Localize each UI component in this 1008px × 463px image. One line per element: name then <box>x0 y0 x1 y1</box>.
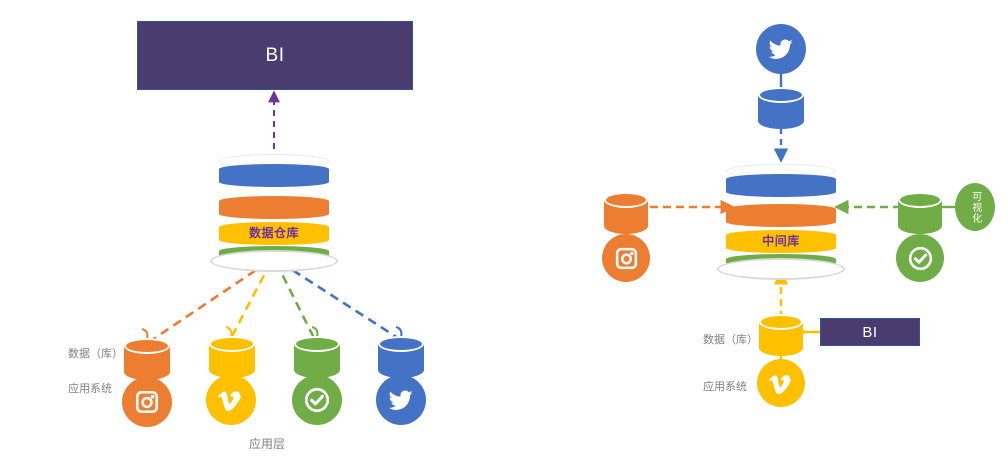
db-instagram-right[interactable] <box>604 192 648 234</box>
warehouse-band-orange <box>726 204 836 227</box>
db-vimeo-right[interactable] <box>759 314 803 356</box>
arrow-warehouse-to-instagram <box>151 260 269 342</box>
db-instagram-left[interactable] <box>124 338 170 380</box>
warehouse-base <box>210 250 338 272</box>
db-top <box>759 314 803 330</box>
instagram-icon <box>615 247 637 269</box>
label-application-layer: 应用层 <box>249 437 286 451</box>
label-app-left: 应用系统 <box>68 383 112 395</box>
db-twitter-left[interactable] <box>378 336 424 378</box>
db-top <box>124 338 170 354</box>
warehouse-band-blue <box>219 164 329 187</box>
bi-label-right: BI <box>862 323 878 341</box>
db-check-left[interactable] <box>294 336 340 378</box>
db-top <box>758 87 804 103</box>
visualization-label: 可视化 <box>969 190 981 224</box>
app-vimeo-right[interactable] <box>757 359 805 407</box>
app-twitter-left[interactable] <box>376 375 426 425</box>
arrow-warehouse-to-check <box>274 261 316 339</box>
warehouse-base <box>717 258 845 280</box>
db-top <box>604 192 648 208</box>
label-app-right: 应用系统 <box>703 381 747 393</box>
app-check-left[interactable] <box>292 375 342 425</box>
middle-db-cylinder[interactable]: 中间库 <box>717 164 845 280</box>
bi-box-left[interactable]: BI <box>137 21 413 90</box>
bi-label-left: BI <box>265 44 285 66</box>
twitter-icon <box>388 390 413 410</box>
arrow-warehouse-to-vimeo <box>229 261 273 339</box>
warehouse-label: 数据仓库 <box>248 226 299 240</box>
twitter-icon <box>768 39 793 59</box>
app-instagram-right[interactable] <box>602 234 650 282</box>
warehouse-band-yellow <box>726 230 836 253</box>
instagram-icon <box>135 390 159 414</box>
arrow-warehouse-to-twitter <box>279 260 399 340</box>
label-data-left: 数据（库） <box>68 348 123 360</box>
data-warehouse-cylinder[interactable]: 数据仓库 <box>210 154 338 272</box>
app-twitter-source-right[interactable] <box>756 24 806 74</box>
warehouse-band-orange <box>219 196 329 219</box>
db-top <box>378 336 424 352</box>
db-top <box>209 336 255 352</box>
db-top <box>898 192 942 208</box>
app-check-right[interactable] <box>896 234 944 282</box>
db-check-right[interactable] <box>898 192 942 234</box>
vimeo-icon <box>768 374 791 394</box>
db-vimeo-left[interactable] <box>209 336 255 378</box>
warehouse-band-yellow <box>219 222 329 245</box>
app-vimeo-left[interactable] <box>206 375 256 425</box>
check-circle-icon <box>304 387 330 413</box>
warehouse-band-blue <box>726 174 836 197</box>
middle-db-label: 中间库 <box>762 234 800 248</box>
db-twitter-source-right[interactable] <box>758 87 804 129</box>
db-top <box>294 336 340 352</box>
bi-box-right[interactable]: BI <box>820 318 920 346</box>
app-instagram-left[interactable] <box>122 377 172 427</box>
vimeo-icon <box>217 391 242 412</box>
visualization-badge[interactable]: 可视化 <box>955 183 995 231</box>
label-data-right: 数据（库） <box>703 334 758 346</box>
check-circle-icon <box>908 246 932 270</box>
